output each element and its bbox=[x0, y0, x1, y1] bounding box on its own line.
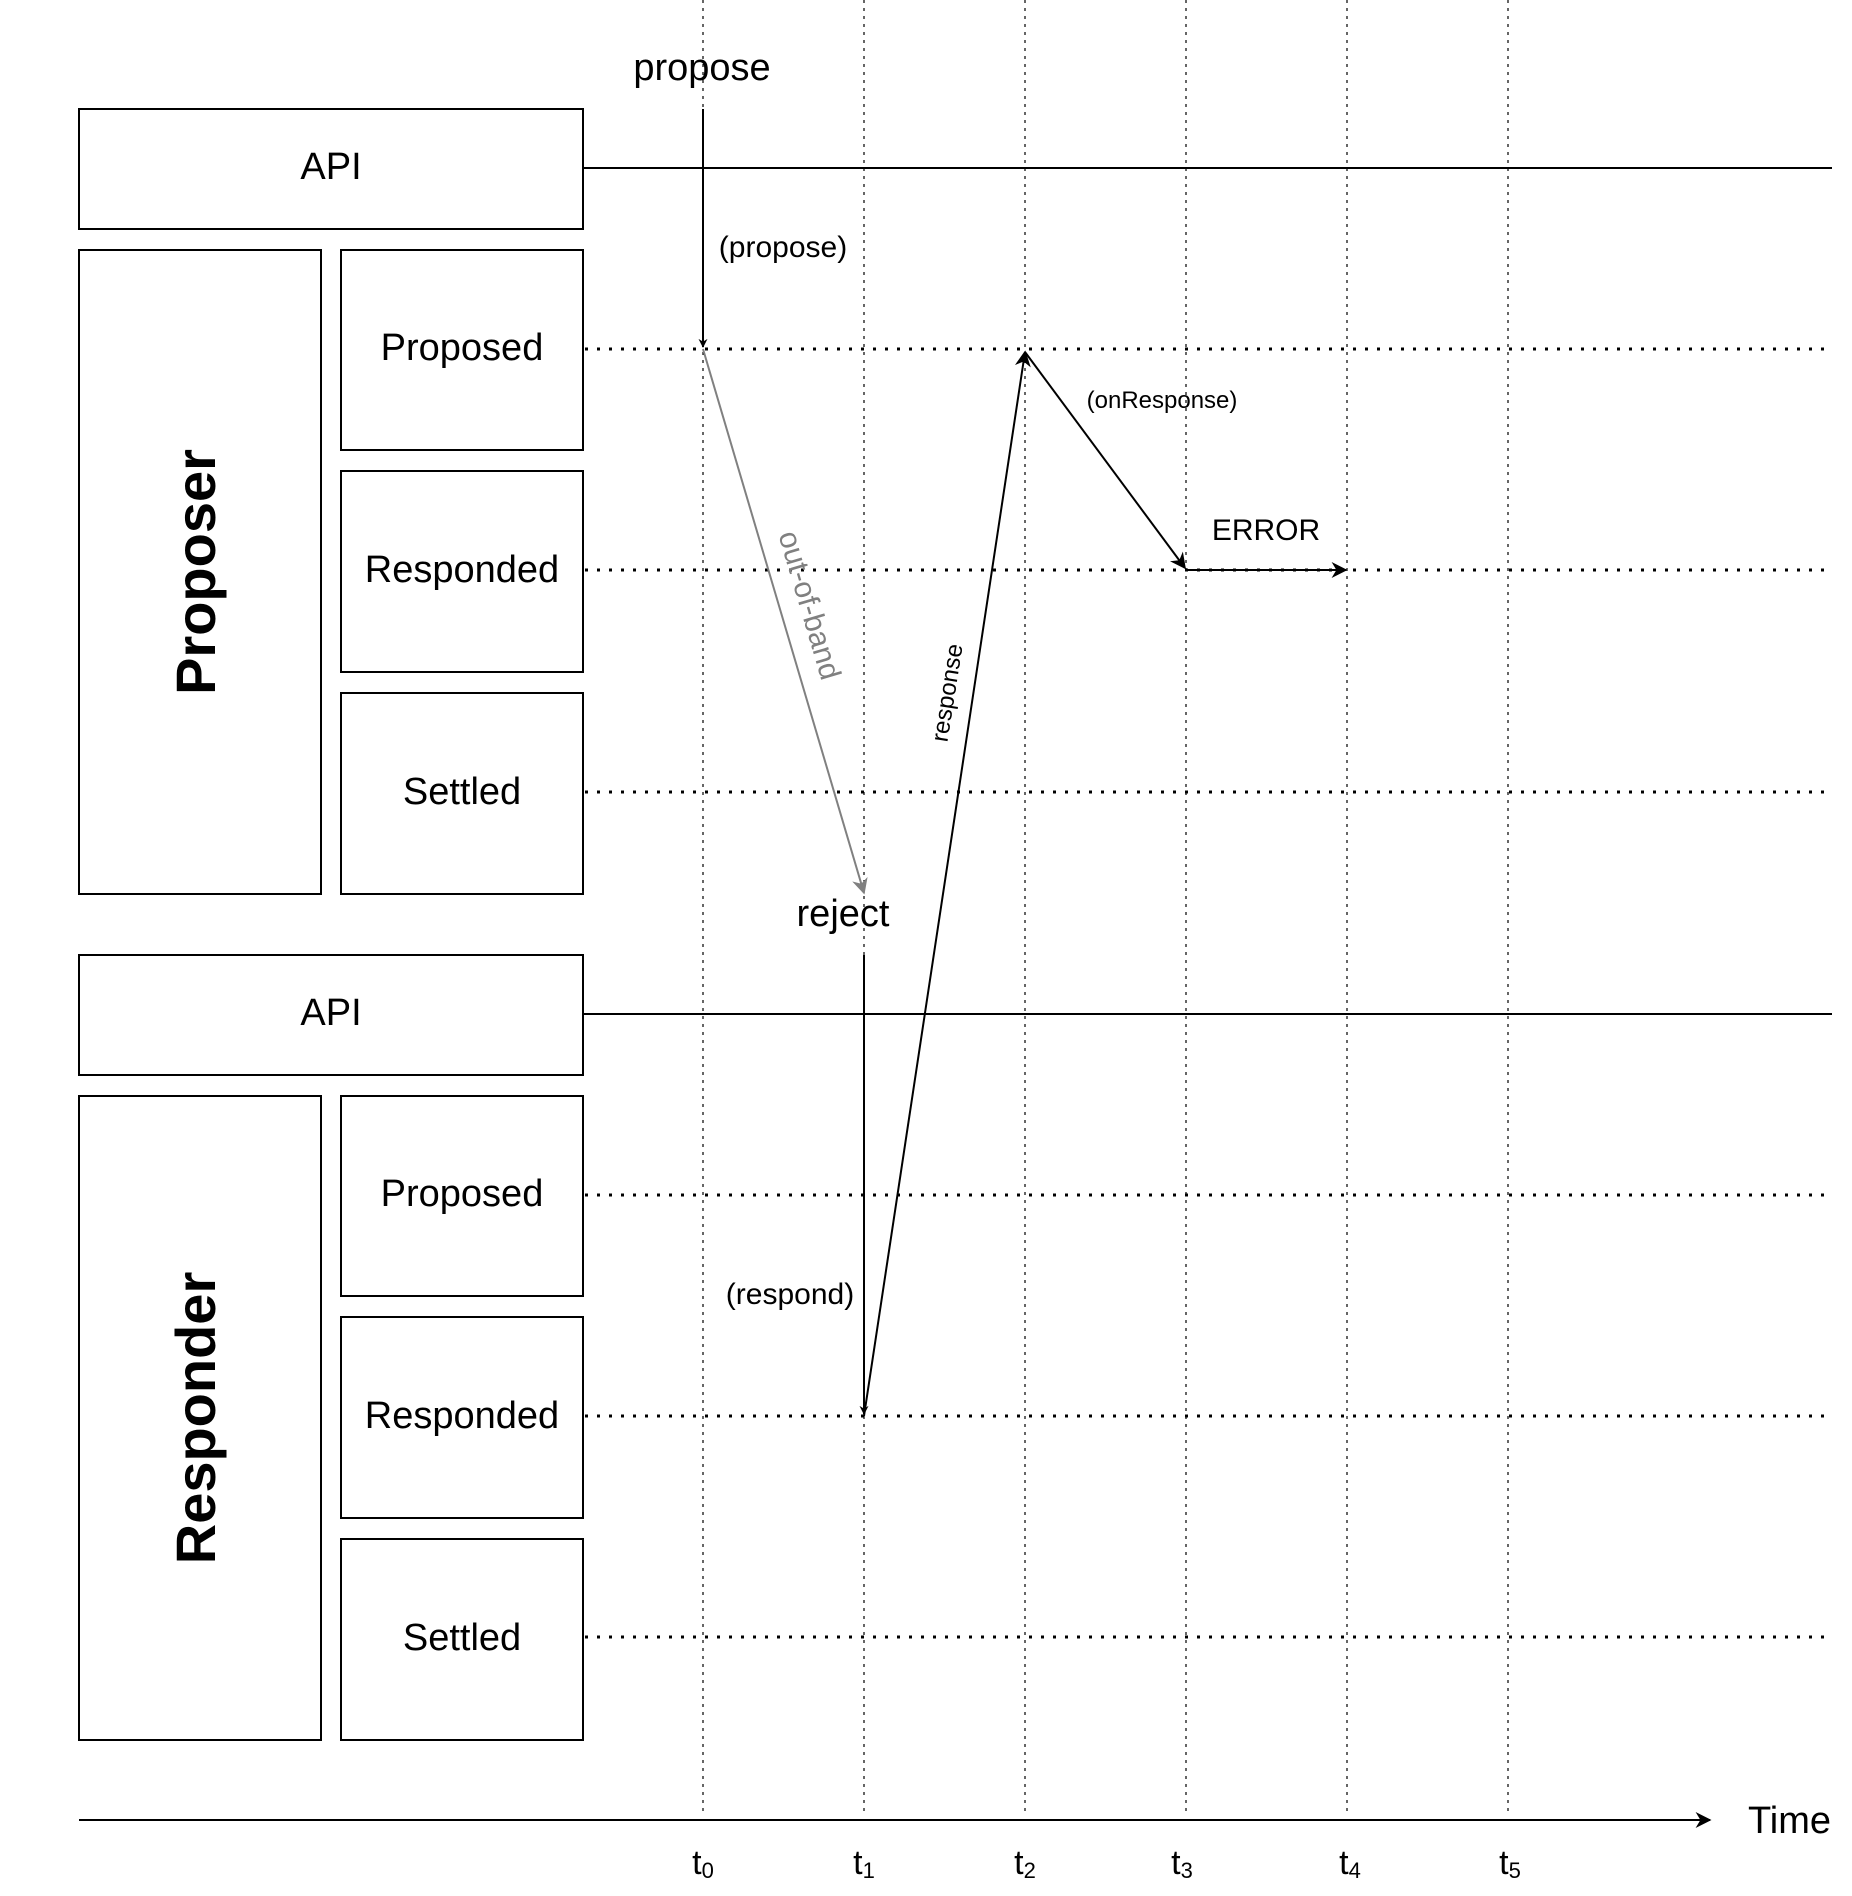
time-gridlines bbox=[702, 0, 1509, 1815]
on-response-label: (onResponse) bbox=[1087, 387, 1238, 414]
time-tick-t4: t4 bbox=[1339, 1844, 1361, 1883]
time-tick-t3: t3 bbox=[1171, 1844, 1193, 1883]
time-axis-label: Time bbox=[1748, 1800, 1831, 1842]
proposer-title: Proposer bbox=[164, 449, 227, 695]
proposer-api-box bbox=[78, 108, 584, 230]
event-reject-label: reject bbox=[797, 893, 890, 935]
proposer-state-settled-box bbox=[340, 692, 584, 895]
responder-state-settled-box bbox=[340, 1538, 584, 1741]
responder-title-box bbox=[78, 1095, 322, 1741]
state-lines bbox=[585, 347, 1832, 1639]
on-response-arrow bbox=[1024, 351, 1186, 570]
time-ticks: t0 t1 t2 t3 t4 t5 bbox=[692, 1844, 1521, 1883]
proposer-state-settled: Settled bbox=[403, 771, 521, 813]
proposer-api-label: API bbox=[300, 146, 361, 188]
time-tick-t5: t5 bbox=[1499, 1844, 1521, 1883]
responder-state-responded: Responded bbox=[365, 1395, 559, 1437]
responder-group: API Responder Proposed Responded Settled bbox=[78, 954, 584, 1741]
responder-state-responded-box bbox=[340, 1316, 584, 1519]
proposer-state-proposed: Proposed bbox=[381, 327, 544, 369]
proposer-state-responded: Responded bbox=[365, 549, 559, 591]
time-tick-t2: t2 bbox=[1014, 1844, 1036, 1883]
out-of-band-arrow bbox=[702, 348, 868, 895]
proposer-state-proposed-box bbox=[340, 249, 584, 451]
responder-api-box bbox=[78, 954, 584, 1076]
out-of-band-label: out-of-band bbox=[771, 527, 846, 684]
time-tick-t1: t1 bbox=[853, 1844, 875, 1883]
propose-call-label: (propose) bbox=[719, 231, 847, 264]
respond-call-label: (respond) bbox=[726, 1278, 854, 1311]
responder-state-proposed: Proposed bbox=[381, 1173, 544, 1215]
responder-state-settled: Settled bbox=[403, 1617, 521, 1659]
responder-title: Responder bbox=[164, 1272, 227, 1565]
responder-api-label: API bbox=[300, 992, 361, 1034]
response-arrow bbox=[863, 350, 1031, 1417]
responder-state-proposed-box bbox=[340, 1095, 584, 1297]
proposer-state-responded-box bbox=[340, 470, 584, 673]
proposer-group: API Proposer Proposed Responded Settled bbox=[78, 108, 584, 895]
event-propose-label: propose bbox=[633, 47, 770, 89]
time-tick-t0: t0 bbox=[692, 1844, 714, 1883]
response-label: response bbox=[927, 642, 969, 744]
proposer-title-box bbox=[78, 249, 322, 895]
error-label: ERROR bbox=[1212, 514, 1320, 547]
